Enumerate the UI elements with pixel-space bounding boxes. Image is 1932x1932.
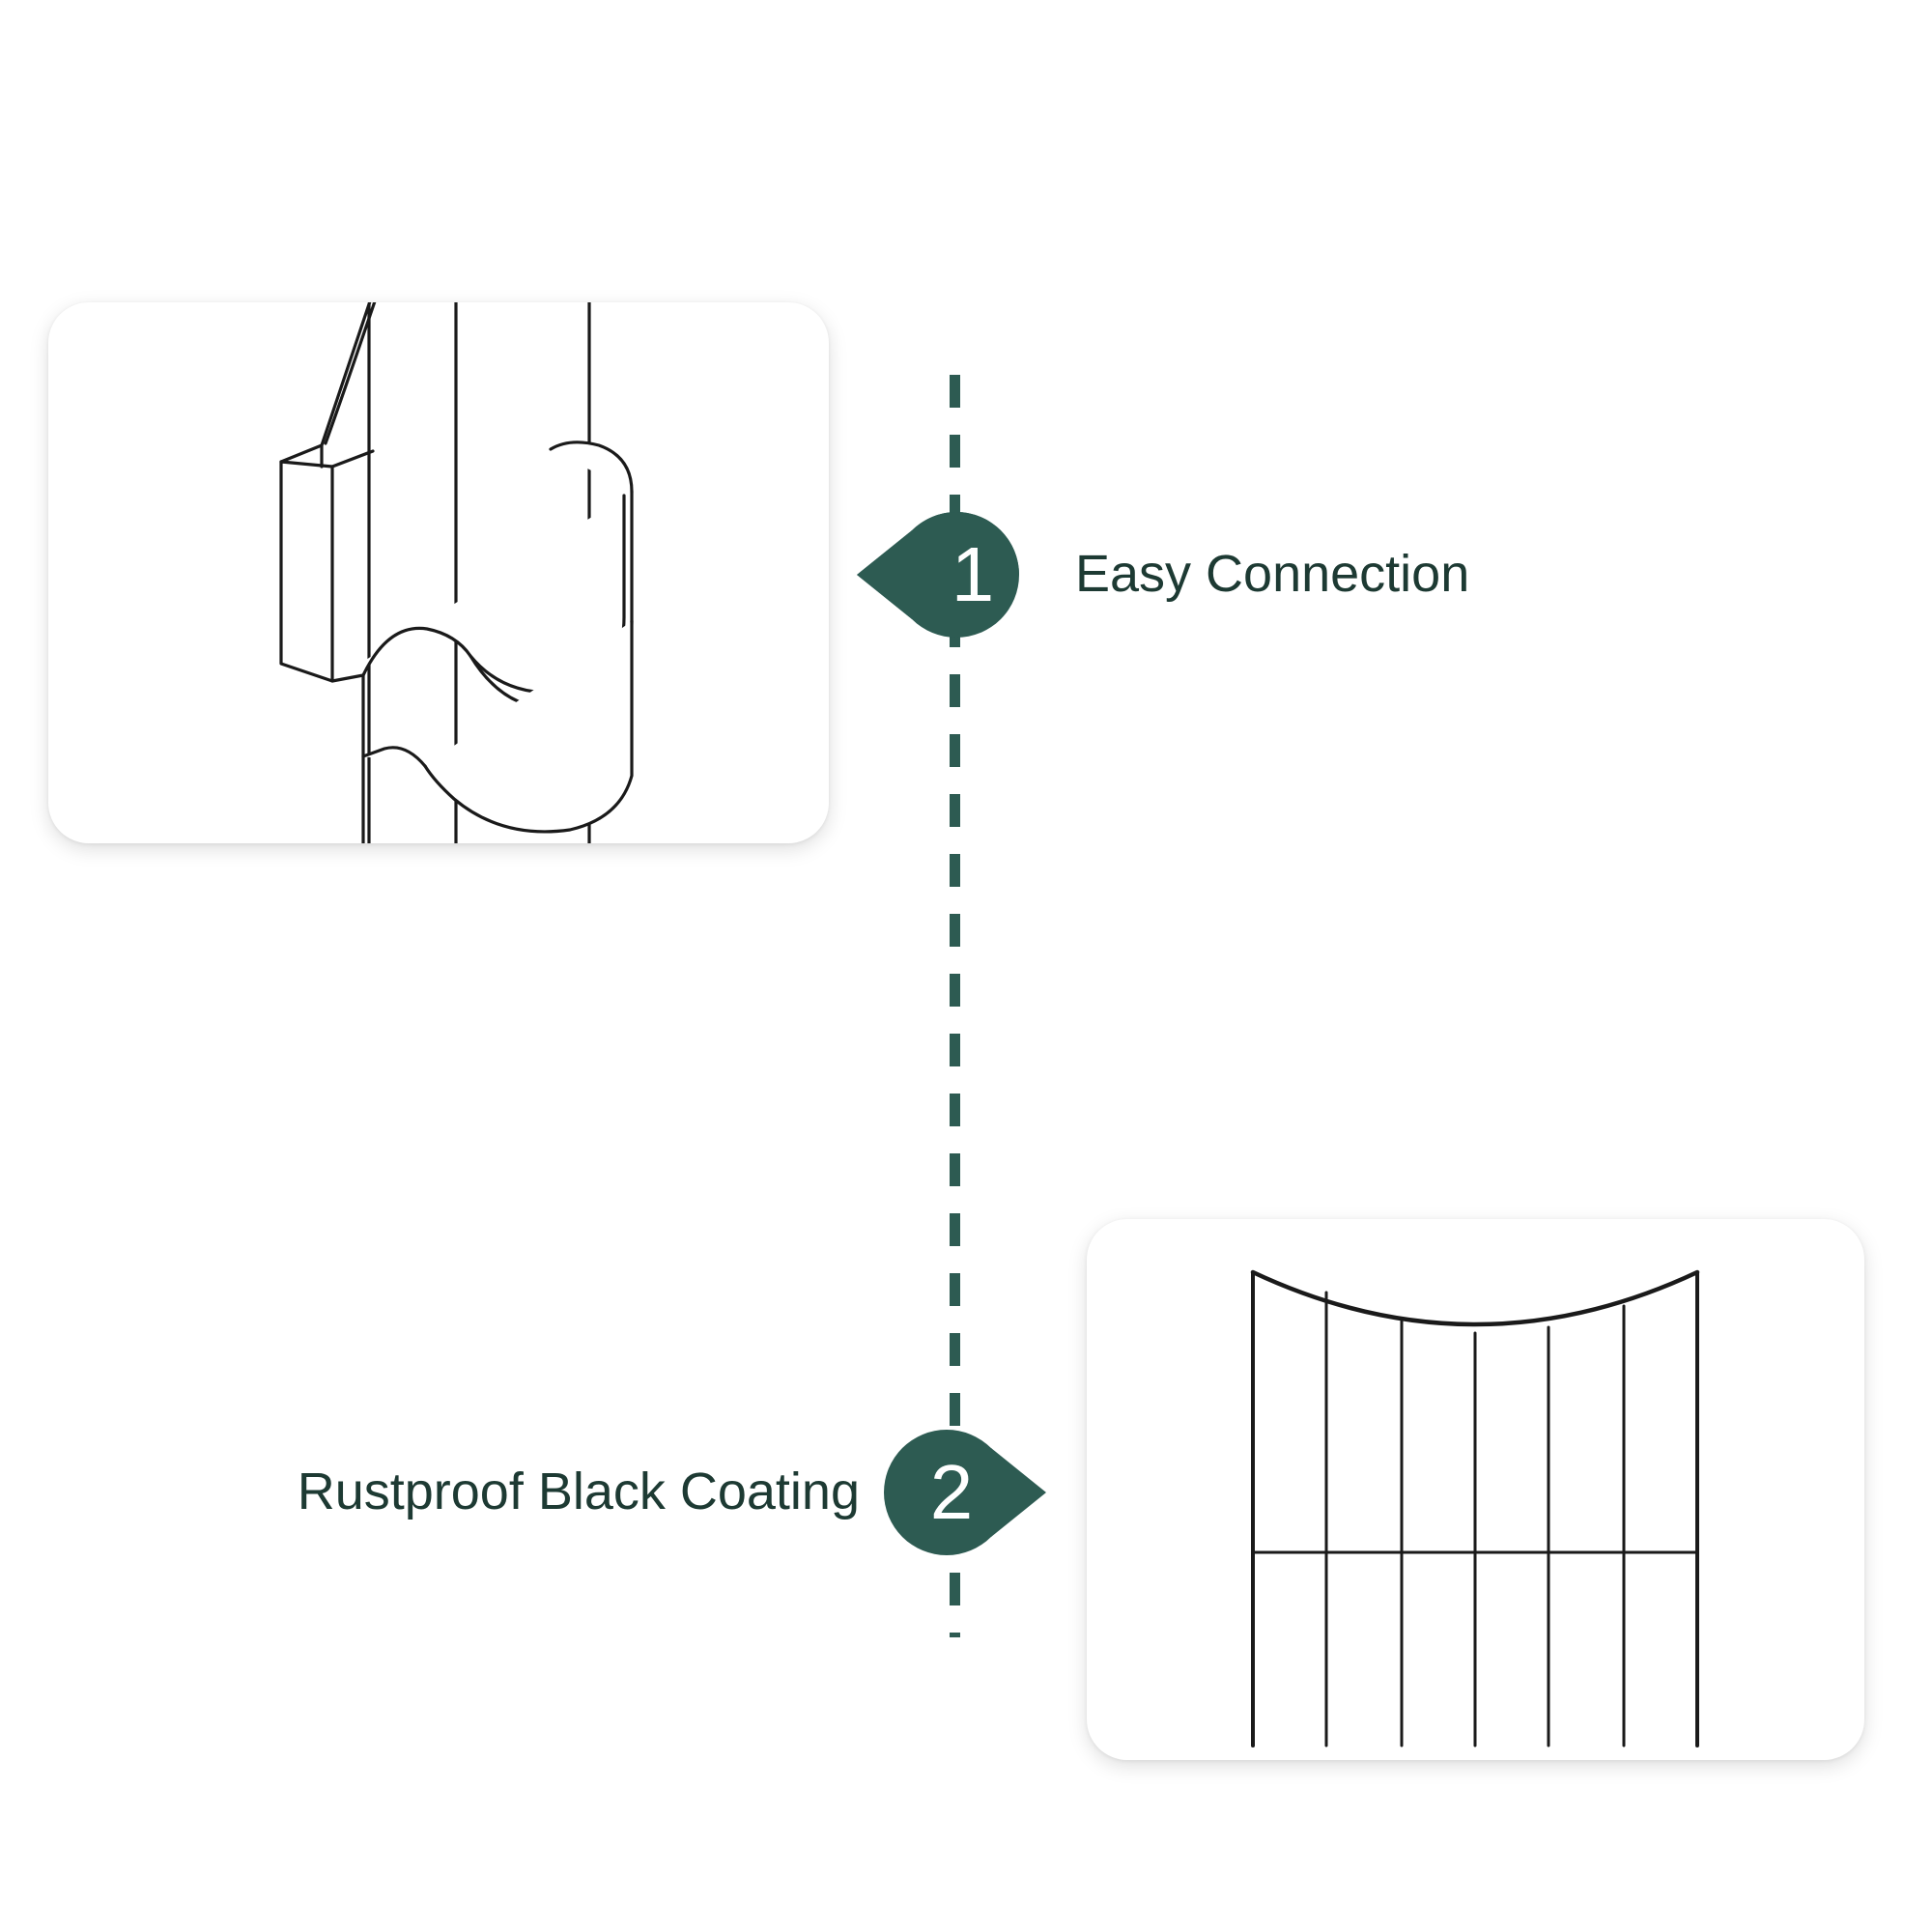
fence-clip-connector-illustration: [279, 302, 634, 843]
feature-image-card-2: [1087, 1219, 1864, 1760]
dashed-timeline-line: [950, 375, 960, 1637]
feature-number-2: 2: [929, 1449, 974, 1535]
teardrop-left-badge-icon: [857, 512, 1019, 638]
feature-marker-1[interactable]: 1: [855, 502, 1048, 647]
feature-label-1: Easy Connection: [1075, 545, 1470, 603]
feature-label-2: Rustproof Black Coating: [297, 1463, 860, 1520]
arched-wire-fence-panel-illustration: [1250, 1269, 1700, 1747]
feature-image-card-1: [48, 302, 829, 843]
feature-marker-2[interactable]: 2: [855, 1420, 1048, 1565]
teardrop-right-badge-icon: [884, 1430, 1046, 1555]
feature-number-1: 1: [951, 531, 995, 617]
